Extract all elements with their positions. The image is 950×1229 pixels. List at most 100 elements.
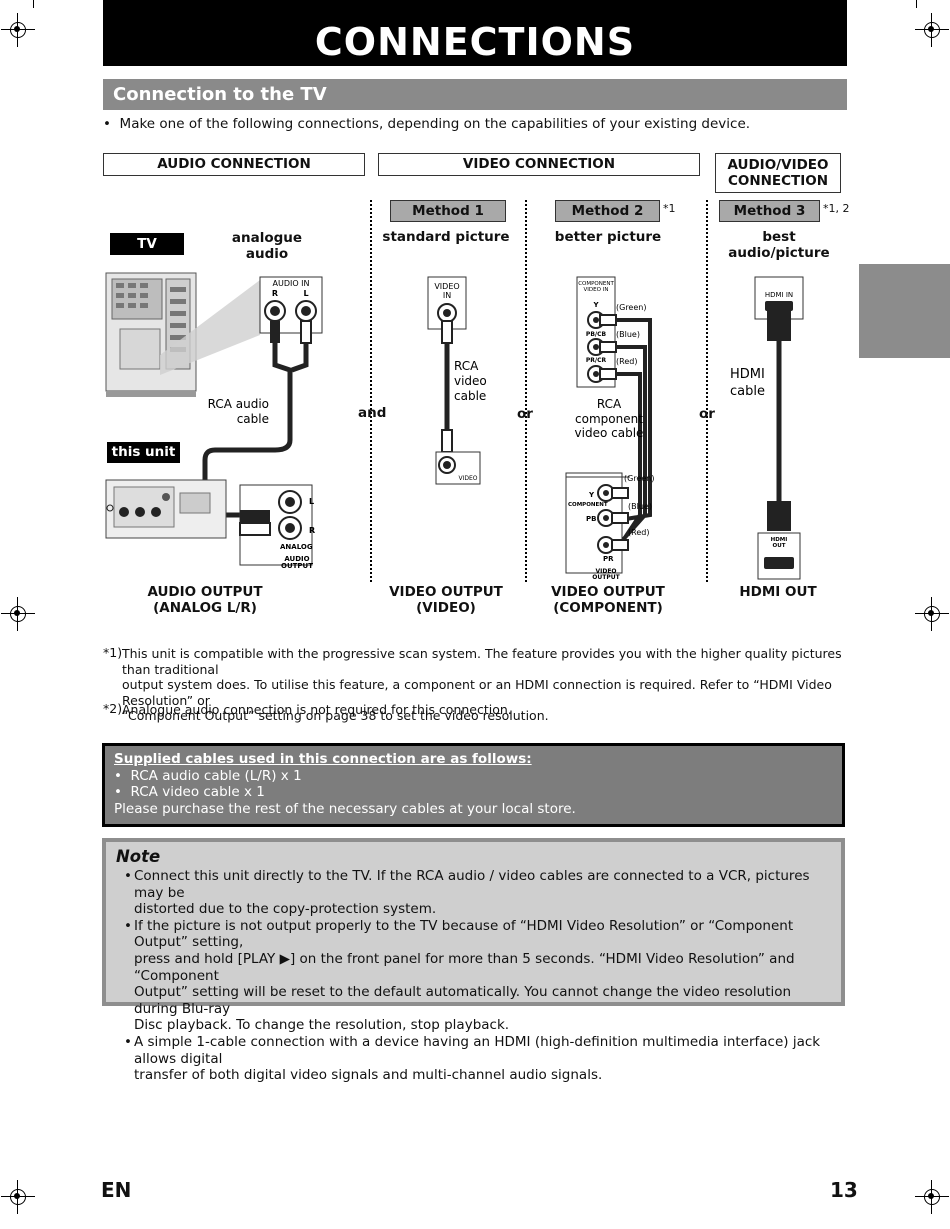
- trim-line-right: [916, 0, 917, 8]
- footnote-1-line1: This unit is compatible with the progres…: [122, 646, 842, 677]
- connection-diagram: AUDIO IN R L RCA audio cable L R ANALOG …: [105, 272, 804, 581]
- hdmi-out-panel: [757, 532, 801, 580]
- note-box: Note Connect this unit directly to the T…: [102, 838, 845, 1083]
- separator-2: [525, 200, 527, 582]
- footnote-1-line3: “Component Output” setting on page 38 to…: [122, 708, 549, 723]
- rca-comp-label-3: video cable: [575, 426, 644, 440]
- note-title: Note: [116, 847, 161, 866]
- footnote-1-mark: *1): [103, 645, 123, 660]
- method-2-footnote-mark: *1: [663, 202, 676, 215]
- comp-pbcb-label: PB/CB: [586, 331, 607, 338]
- audio-output-label-2: OUTPUT: [281, 562, 313, 570]
- video-jack-label: VIDEO: [458, 475, 477, 482]
- rca-video-label-2: video: [454, 374, 487, 388]
- hdmi-out-small-2: OUT: [773, 543, 786, 549]
- supplied-item-1: • RCA audio cable (L/R) x 1: [114, 767, 302, 784]
- hdmi-cable-label-2: cable: [730, 384, 765, 399]
- footnote-1-line2: output system does. To utilise this feat…: [122, 677, 832, 708]
- analogue-audio-label: analogue audio: [231, 230, 303, 262]
- tv-zoom-wedge: [160, 280, 260, 375]
- unit-l-label: L: [309, 497, 314, 506]
- blue-label-top: (Blue): [616, 330, 640, 339]
- note-item-2: If the picture is not output properly to…: [124, 918, 831, 1034]
- comp-out-pb: PB: [586, 515, 596, 523]
- video-connection-header: VIDEO CONNECTION: [378, 153, 700, 176]
- footnote-2-line1: Analogue audio connection is not require…: [122, 702, 512, 717]
- method-3-footnote-mark: *1, 2: [823, 202, 850, 215]
- supplied-tail: Please purchase the rest of the necessar…: [114, 800, 576, 817]
- method-1-label: Method 1: [390, 200, 506, 222]
- or-label-1: or: [517, 406, 533, 422]
- footnote-1: *1) This unit is compatible with the pro…: [103, 645, 848, 724]
- footnote-2-mark: *2): [103, 701, 123, 716]
- rca-comp-label-2: component: [575, 412, 643, 426]
- audio-output-line2: (ANALOG L/R): [153, 600, 257, 616]
- method-3-label: Method 3: [719, 200, 820, 222]
- rca-video-label-1: RCA: [454, 359, 479, 373]
- and-label: and: [358, 405, 387, 421]
- rca-audio-cable-label-2: cable: [237, 412, 269, 426]
- hdmi-in-label: HDMI IN: [765, 291, 793, 299]
- crop-mark-mid-left: [1, 597, 35, 631]
- method-2-label: Method 2: [555, 200, 660, 222]
- component-in-label-2: VIDEO IN: [584, 287, 609, 293]
- crop-mark-bottom-left: [1, 1180, 35, 1214]
- audio-in-label: AUDIO IN: [272, 279, 309, 288]
- comp-out-y: Y: [588, 491, 595, 499]
- rca-audio-cable: [202, 343, 293, 518]
- supplied-item-2: • RCA video cable x 1: [114, 784, 265, 800]
- method-2-subtitle: better picture: [554, 229, 662, 245]
- av-header-line2: CONNECTION: [727, 173, 829, 189]
- page-number: 13: [830, 1178, 858, 1202]
- av-header-line1: AUDIO/VIDEO: [727, 157, 829, 173]
- page-title: CONNECTIONS: [103, 0, 847, 66]
- component-cable: [616, 318, 652, 547]
- comp-out-pr: PR: [603, 555, 614, 563]
- language-code: EN: [101, 1178, 132, 1202]
- red-label-bottom: (Red): [628, 528, 649, 537]
- component-output-label: VIDEO OUTPUT (COMPONENT): [542, 584, 674, 616]
- video-in-label-1: VIDEO: [434, 282, 459, 291]
- separator-3: [706, 200, 708, 582]
- side-tab: [859, 264, 950, 358]
- component-output-line1: VIDEO OUTPUT: [551, 584, 665, 600]
- supplied-cables-box: Supplied cables used in this connection …: [102, 743, 845, 827]
- comp-out-component: COMPONENT: [568, 502, 608, 508]
- note-item-3: A simple 1-cable connection with a devic…: [124, 1034, 831, 1084]
- unit-r-label: R: [309, 526, 315, 535]
- hdmi-out-small-1: HDMI: [771, 537, 788, 543]
- audio-output-label: AUDIO OUTPUT (ANALOG L/R): [130, 584, 280, 616]
- hdmi-out-label: HDMI OUT: [739, 584, 817, 600]
- unit-rear-illustration: [105, 479, 227, 539]
- red-label-top: (Red): [616, 357, 637, 366]
- analog-label: ANALOG: [280, 543, 313, 551]
- audio-in-r: R: [272, 289, 278, 298]
- crop-mark-top-right: [915, 13, 949, 47]
- audio-in-l: L: [303, 289, 308, 298]
- crop-mark-bottom-right: [915, 1180, 949, 1214]
- green-label-top: (Green): [616, 303, 646, 312]
- video-output-label: VIDEO OUTPUT (VIDEO): [380, 584, 512, 616]
- comp-y-label: Y: [592, 301, 599, 309]
- section-heading: Connection to the TV: [103, 79, 847, 110]
- rca-video-label-3: cable: [454, 389, 486, 403]
- method-3-subtitle: best audio/picture: [728, 229, 830, 261]
- crop-mark-mid-right: [915, 597, 949, 631]
- component-in-label-1: COMPONENT: [578, 281, 614, 287]
- method-1-subtitle: standard picture: [382, 229, 510, 245]
- video-output-line1: VIDEO OUTPUT: [389, 584, 503, 600]
- note-item-1: Connect this unit directly to the TV. If…: [124, 868, 831, 918]
- comp-video-output-2: OUTPUT: [592, 574, 620, 581]
- comp-prcr-label: PR/CR: [586, 357, 607, 364]
- separator-1: [370, 200, 372, 582]
- footnote-2: *2) Analogue audio connection is not req…: [103, 701, 848, 718]
- rca-audio-cable-label-1: RCA audio: [208, 397, 269, 411]
- component-output-line2: (COMPONENT): [553, 600, 663, 616]
- tv-tag: TV: [110, 233, 184, 255]
- hdmi-cable-label-1: HDMI: [730, 367, 765, 382]
- comp-video-output-1: VIDEO: [595, 568, 616, 575]
- audio-connection-header: AUDIO CONNECTION: [103, 153, 365, 176]
- audio-output-line1: AUDIO OUTPUT: [147, 584, 263, 600]
- intro-text: • Make one of the following connections,…: [103, 116, 751, 132]
- rca-comp-label-1: RCA: [597, 397, 622, 411]
